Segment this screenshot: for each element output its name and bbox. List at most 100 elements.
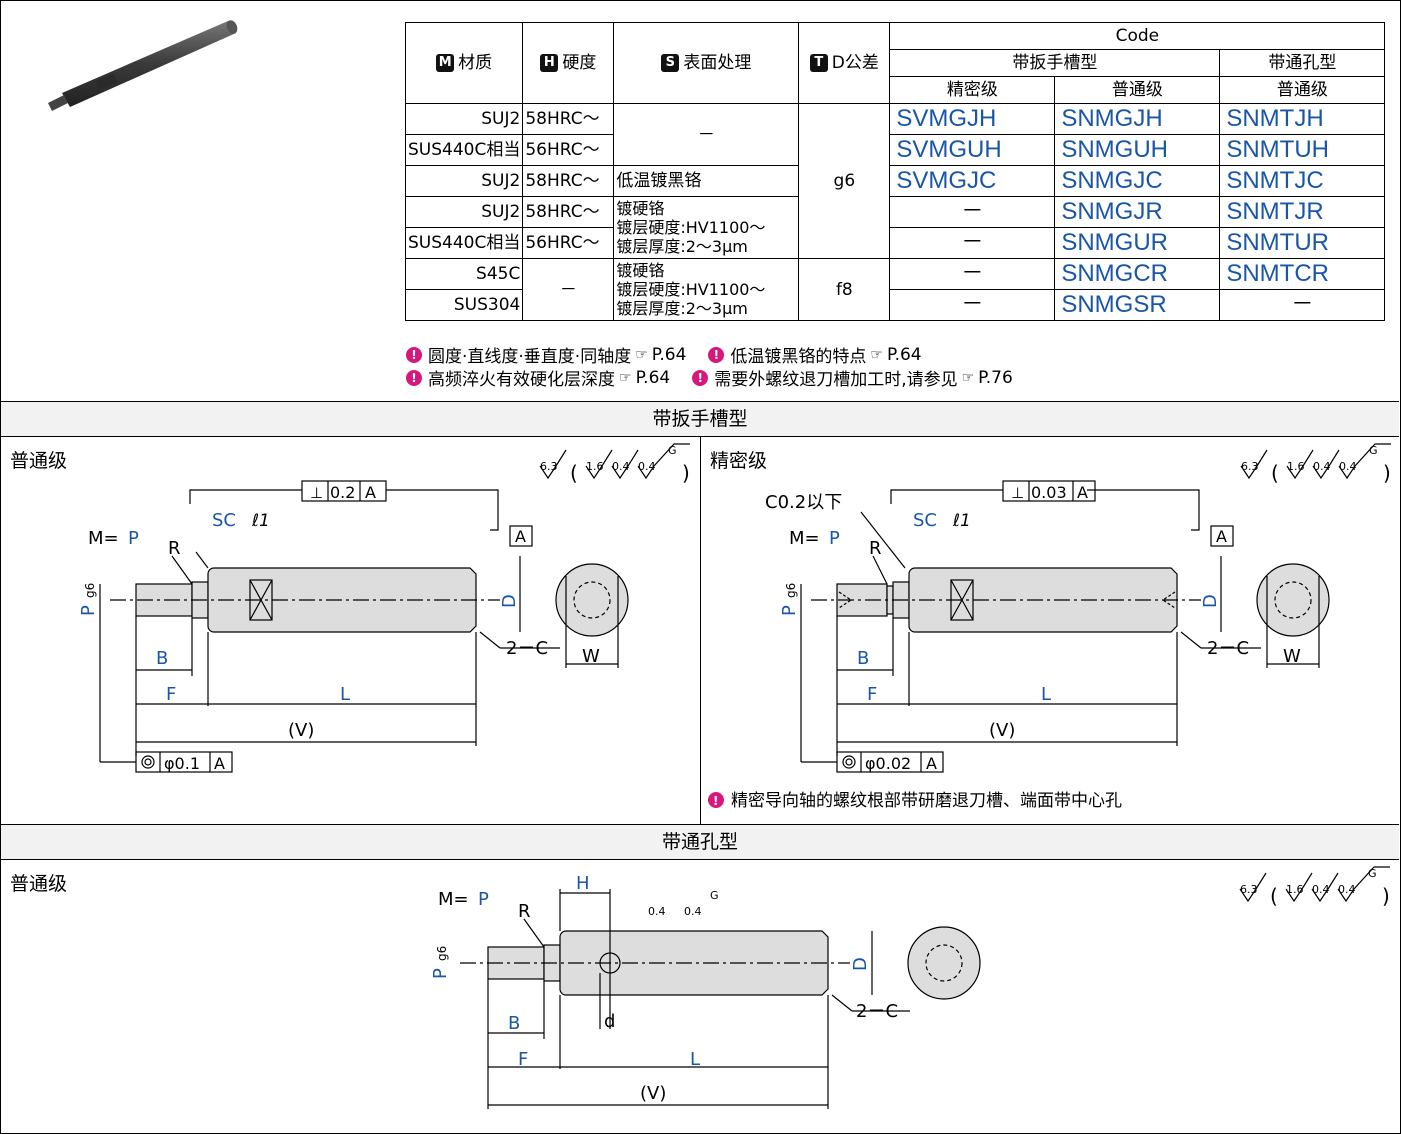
code-cell: SNMGSR xyxy=(1054,289,1221,321)
svg-text:0.4: 0.4 xyxy=(638,460,656,473)
svg-text:0.4: 0.4 xyxy=(1338,883,1356,896)
code-cell: SNMTUR xyxy=(1219,227,1386,259)
material-cell: SUJ2 xyxy=(404,103,524,135)
conc-tol-precision: φ0.02 xyxy=(865,754,911,773)
svg-text:g6: g6 xyxy=(784,583,798,598)
code-cell: SVMGUH xyxy=(889,134,1056,166)
grade-label-normal: 普通级 xyxy=(10,450,68,472)
h-label: H xyxy=(576,873,590,894)
info-icon: ! xyxy=(708,346,725,363)
divider xyxy=(700,436,701,824)
code-cell: SNMTJC xyxy=(1219,165,1386,197)
svg-text:R: R xyxy=(518,901,531,922)
svg-text:B: B xyxy=(857,648,869,669)
badge-t: T xyxy=(809,54,828,72)
m-eq: M= xyxy=(88,528,119,549)
svg-text:G: G xyxy=(1369,444,1378,457)
material-cell: SUJ2 xyxy=(404,165,524,197)
svg-text:SC: SC xyxy=(913,510,937,531)
sc-label: SC xyxy=(212,510,236,531)
code-cell: － xyxy=(889,258,1056,290)
svg-text:0.4: 0.4 xyxy=(612,460,630,473)
l1-label: ℓ1 xyxy=(251,511,270,531)
surface-cell: 低温镀黑铬 xyxy=(613,165,800,197)
code-cell: SNMTJH xyxy=(1219,103,1386,135)
info-icon: ! xyxy=(406,369,422,386)
note-2: !高频淬火有效硬化层深度☞P.64 !需要外螺纹退刀槽加工时,请参见☞P.76 xyxy=(406,365,1013,390)
svg-text:6.3: 6.3 xyxy=(1240,883,1258,896)
hand-pointer-icon: ☞ xyxy=(635,346,648,363)
code-cell: SNMTUH xyxy=(1219,134,1386,166)
product-shaft-image xyxy=(48,20,238,111)
d-hole-label: d xyxy=(604,1011,615,1032)
svg-text:G: G xyxy=(668,444,677,457)
section-header-thru: 带通孔型 xyxy=(1,824,1399,860)
header-normal-thru: 普通级 xyxy=(1219,76,1386,104)
w-label: W xyxy=(582,646,600,667)
datum-a: A xyxy=(515,527,526,546)
code-cell: SNMGUH xyxy=(1054,134,1221,166)
svg-text:g6: g6 xyxy=(435,946,449,961)
material-cell: SUS304 xyxy=(404,289,524,321)
svg-text:⊥: ⊥ xyxy=(1011,484,1024,502)
grade-label-normal-thru: 普通级 xyxy=(10,873,68,895)
hand-pointer-icon: ☞ xyxy=(870,346,883,363)
svg-text:D: D xyxy=(1200,594,1221,608)
svg-text:A: A xyxy=(1077,483,1088,502)
code-cell: － xyxy=(889,227,1056,259)
svg-text:A: A xyxy=(1216,527,1227,546)
svg-text:1.6: 1.6 xyxy=(1287,460,1305,473)
svg-text:P: P xyxy=(430,968,451,979)
svg-text:G: G xyxy=(710,889,719,902)
tolerance-cell: g6 xyxy=(798,103,891,259)
precision-note: 精密导向轴的螺纹根部带研磨退刀槽、端面带中心孔 xyxy=(731,791,1122,811)
material-cell: S45C xyxy=(404,258,524,290)
grade-label-precision: 精密级 xyxy=(710,450,768,472)
pg6-label: P xyxy=(78,605,99,616)
badge-m: M xyxy=(436,54,455,72)
code-cell: SNMGJH xyxy=(1054,103,1221,135)
svg-text:L: L xyxy=(690,1049,700,1070)
svg-text:1.6: 1.6 xyxy=(1286,883,1304,896)
drawing-thru-normal: M= P R H d D B F L (V) 2－C P g6 0.4 0.4 … xyxy=(430,866,1390,1109)
drawing-wrench-normal: ⊥ 0.2 A A φ0.1 A M= P R SC ℓ1 D W B F L … xyxy=(78,443,690,773)
drawing-wrench-precision: ⊥ 0.03 A A φ0.02 A C0.2以下 M= P R SC ℓ1 D… xyxy=(708,443,1391,811)
note-1: !圆度·直线度·垂直度·同轴度☞P.64 !低温镀黑铬的特点☞P.64 xyxy=(406,342,922,367)
hardness-cell: 58HRC～ xyxy=(522,103,615,135)
badge-h: H xyxy=(540,54,559,72)
v-label: (V) xyxy=(288,720,314,741)
perp-tol-precision: 0.03 xyxy=(1031,483,1067,502)
svg-text:0.4: 0.4 xyxy=(1312,883,1330,896)
badge-s: S xyxy=(661,54,680,72)
info-icon: ! xyxy=(692,369,709,386)
svg-text:P: P xyxy=(829,528,840,549)
code-cell: SNMTCR xyxy=(1219,258,1386,290)
svg-text:6.3: 6.3 xyxy=(1241,460,1259,473)
svg-text:(V): (V) xyxy=(989,720,1015,741)
b-label: B xyxy=(156,648,168,669)
svg-text:A: A xyxy=(926,754,937,773)
svg-text:M=: M= xyxy=(789,528,820,549)
svg-text:D: D xyxy=(850,957,871,971)
svg-text:0.4: 0.4 xyxy=(1313,460,1331,473)
r-label: R xyxy=(168,538,181,559)
svg-text:F: F xyxy=(518,1049,528,1070)
header-normal: 普通级 xyxy=(1054,76,1221,104)
svg-text:P: P xyxy=(779,605,800,616)
hardness-cell: 56HRC～ xyxy=(522,134,615,166)
chamfer-label: C0.2以下 xyxy=(765,492,842,513)
hardness-cell: － xyxy=(522,258,615,321)
surface-cell-hard-chrome: 镀硬铬镀层硬度:HV1100～镀层厚度:2～3μm xyxy=(613,258,800,321)
svg-text:): ) xyxy=(682,461,690,485)
svg-text:L: L xyxy=(1041,684,1051,705)
svg-text:(: ( xyxy=(570,461,578,485)
svg-text:ℓ1: ℓ1 xyxy=(952,511,971,531)
section-header-wrench: 带扳手槽型 xyxy=(1,401,1399,437)
header-thru-type: 带通孔型 xyxy=(1219,49,1386,77)
svg-text:R: R xyxy=(869,538,882,559)
